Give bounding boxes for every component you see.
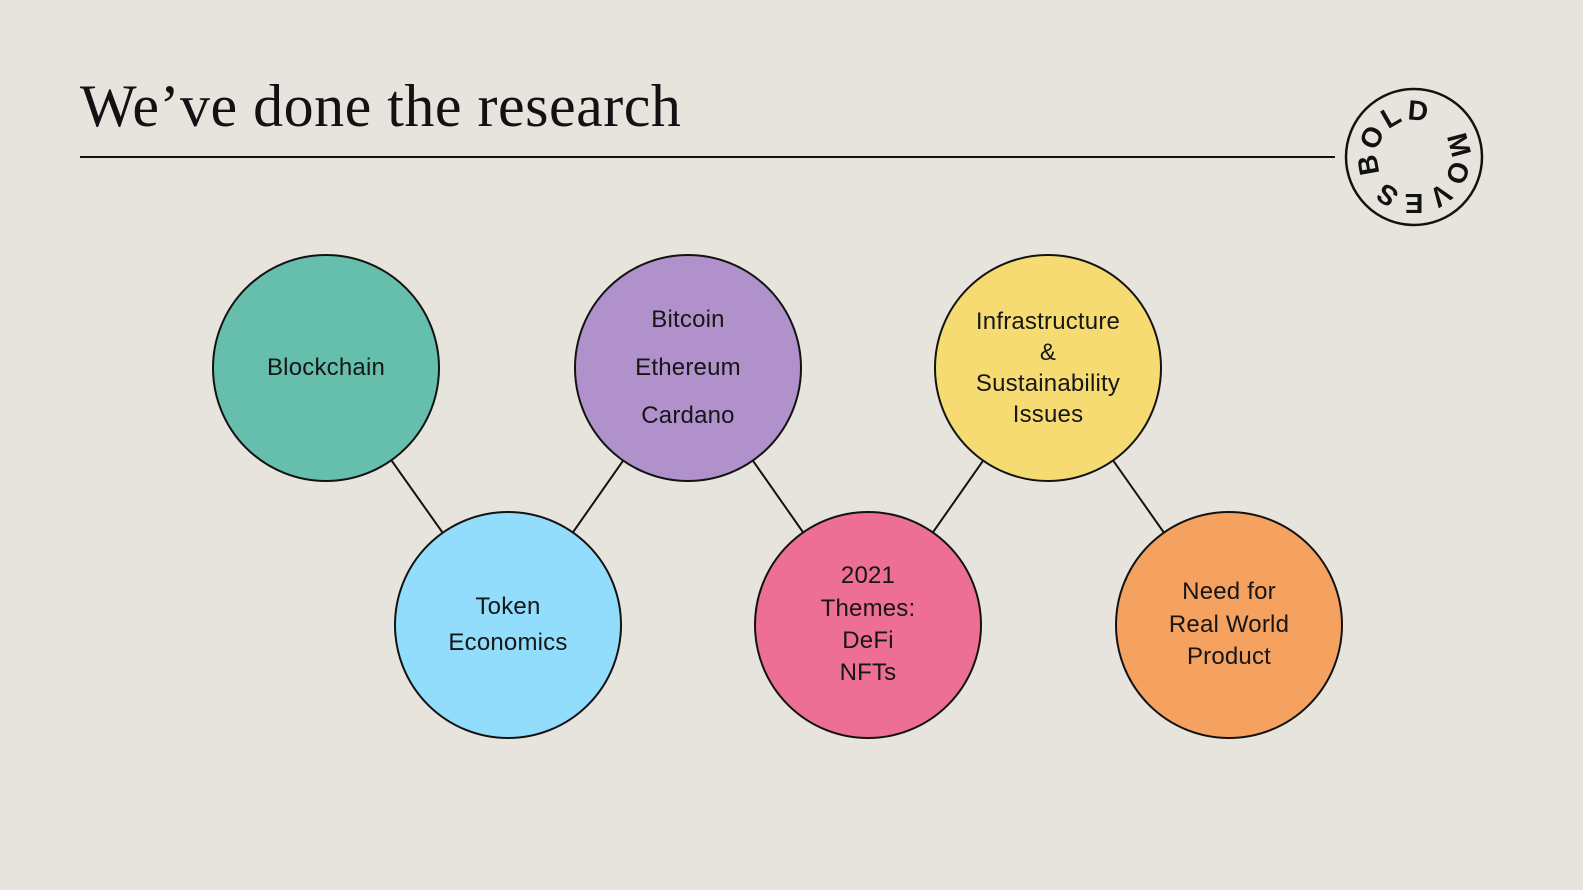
node-label-line: Ethereum (635, 354, 741, 381)
logo-letter: L (1376, 99, 1406, 134)
node-label-line: Issues (1012, 401, 1084, 429)
logo-letter: M (1441, 130, 1477, 161)
node-label: Blockchain (214, 352, 438, 384)
node-label-line: Need for (1182, 578, 1276, 606)
node-label: 2021 Themes: DeFi NFTs (756, 560, 980, 690)
title-underline (80, 156, 1335, 158)
node-label: Token Economics (396, 589, 620, 661)
logo-letter: E (1405, 188, 1424, 219)
node-label-line: Cardano (641, 402, 735, 429)
logo-letter: B (1351, 152, 1385, 177)
node-label: Infrastructure & Sustainability Issues (936, 306, 1160, 431)
node-label: Need for Real World Product (1117, 576, 1341, 673)
node-label: Bitcoin Ethereum Cardano (576, 296, 800, 440)
node-blockchain: Blockchain (212, 254, 440, 482)
node-label-line: Blockchain (266, 353, 386, 381)
logo-letter: D (1407, 94, 1430, 127)
node-label-line: Real World (1168, 610, 1290, 638)
node-label-line: Token (475, 593, 541, 620)
node-label-line: & (1039, 338, 1057, 366)
node-label-line: DeFi (842, 627, 894, 654)
page-title: We’ve done the research (80, 73, 682, 139)
node-label-line: NFTs (839, 659, 897, 687)
node-label-line: 2021 (840, 562, 896, 590)
node-2021-themes: 2021 Themes: DeFi NFTs (754, 511, 982, 739)
logo-letter: O (1353, 121, 1390, 154)
node-coins: Bitcoin Ethereum Cardano (574, 254, 802, 482)
node-infrastructure: Infrastructure & Sustainability Issues (934, 254, 1162, 482)
node-label-line: Economics (448, 629, 568, 656)
node-label-line: Bitcoin (651, 306, 725, 333)
node-label-line: Infrastructure (975, 307, 1121, 335)
logo-circle-outline (1344, 87, 1484, 227)
logo-letter: S (1371, 177, 1404, 213)
node-token-economics: Token Economics (394, 511, 622, 739)
node-label-line: Themes: (820, 594, 916, 622)
node-label-line: Sustainability (975, 370, 1121, 397)
node-real-world-product: Need for Real World Product (1115, 511, 1343, 739)
node-label-line: Product (1186, 643, 1272, 671)
